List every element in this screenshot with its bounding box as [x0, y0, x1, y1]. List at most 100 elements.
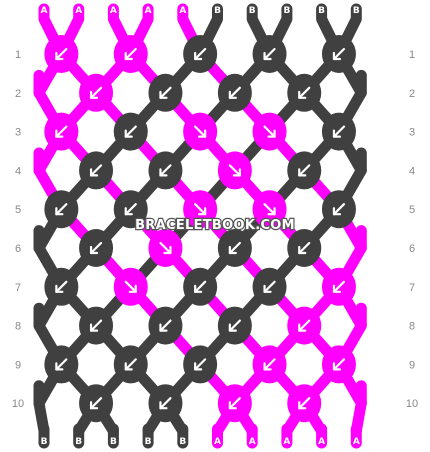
knot [79, 151, 114, 190]
knot [287, 151, 322, 190]
row-label-left: 7 [15, 282, 21, 294]
arrow-down-right-icon [263, 203, 276, 216]
strand-letter-top: A [75, 6, 82, 16]
knot [217, 306, 252, 345]
knot [113, 190, 148, 229]
arrow-down-left-icon [263, 358, 276, 371]
strand-letter-top: A [41, 6, 48, 16]
arrow-down-left-icon [263, 47, 276, 61]
arrow-down-left-icon [124, 203, 137, 216]
knot [44, 112, 79, 151]
arrow-down-left-icon [298, 164, 311, 177]
watermark: BRACELETBOOK.COM [135, 218, 295, 233]
arrow-down-left-icon [124, 358, 137, 371]
arrow-down-left-icon [55, 203, 68, 216]
strand-edge-segment [33, 380, 50, 437]
arrow-down-left-icon [159, 164, 172, 177]
row-label-left: 6 [15, 243, 21, 255]
strand-letter-bottom: B [41, 437, 48, 447]
knot [321, 267, 356, 306]
knot [79, 384, 114, 423]
knot [183, 35, 218, 73]
arrow-down-left-icon [298, 397, 311, 410]
knot [321, 112, 356, 151]
arrow-down-left-icon [298, 319, 311, 332]
knot [217, 229, 252, 267]
arrow-down-left-icon [332, 280, 346, 293]
knot [217, 151, 252, 190]
knot [148, 73, 183, 112]
knot [148, 151, 183, 190]
knot [252, 35, 287, 73]
row-label-right: 4 [409, 165, 415, 177]
arrow-down-left-icon [194, 358, 207, 371]
knot-layer [44, 35, 356, 423]
arrow-down-left-icon [124, 47, 137, 61]
arrow-down-left-icon [194, 47, 207, 61]
arrow-down-left-icon [332, 203, 346, 216]
strand-edge-segment [350, 380, 367, 437]
knot [44, 35, 79, 73]
knot [287, 229, 322, 267]
arrow-down-right-icon [228, 164, 241, 177]
strand-letter-top: B [353, 6, 360, 16]
arrow-down-left-icon [298, 241, 311, 255]
strand-letter-bottom: A [249, 437, 256, 447]
knot [44, 267, 79, 306]
knot [113, 345, 148, 384]
arrow-down-left-icon [228, 397, 241, 410]
arrow-down-left-icon [55, 47, 68, 61]
row-label-right: 8 [409, 321, 415, 333]
arrow-down-left-icon [228, 319, 241, 332]
knot [183, 190, 218, 229]
knot [44, 190, 79, 229]
arrow-down-left-icon [124, 125, 137, 138]
row-label-right: 2 [409, 88, 415, 100]
knot [321, 190, 356, 229]
arrow-down-left-icon [89, 319, 103, 332]
arrow-down-left-icon [332, 125, 346, 138]
arrow-down-left-icon [89, 241, 103, 255]
knot [183, 112, 218, 151]
knot [113, 112, 148, 151]
arrow-down-right-icon [124, 280, 137, 293]
row-label-right: 10 [406, 398, 418, 410]
row-label-right: 5 [409, 204, 415, 216]
row-label-right: 1 [409, 49, 415, 61]
strand-letter-bottom: A [283, 437, 290, 447]
knot [183, 345, 218, 384]
strand-letter-bottom: A [214, 437, 221, 447]
knot [321, 345, 356, 384]
knot [287, 384, 322, 423]
knot [217, 384, 252, 423]
arrow-down-right-icon [159, 241, 172, 255]
knot [148, 229, 183, 267]
knot [321, 35, 356, 73]
arrow-down-left-icon [228, 241, 241, 255]
strand-letter-top: A [110, 6, 117, 16]
arrow-down-left-icon [159, 319, 172, 332]
arrow-down-right-icon [263, 125, 276, 138]
strand-letter-bottom: B [179, 437, 186, 447]
arrow-down-left-icon [159, 397, 172, 410]
knot [79, 229, 114, 267]
arrow-down-left-icon [228, 86, 241, 99]
row-label-left: 10 [12, 398, 24, 410]
row-label-left: 1 [15, 49, 21, 61]
knot [217, 73, 252, 112]
strand-letter-bottom: B [110, 437, 117, 447]
knot [252, 345, 287, 384]
arrow-down-left-icon [298, 86, 311, 99]
arrow-down-left-icon [89, 164, 103, 177]
knot [252, 190, 287, 229]
arrow-down-right-icon [194, 203, 207, 216]
row-label-right: 9 [409, 359, 415, 371]
knot [252, 112, 287, 151]
arrow-down-left-icon [263, 280, 276, 293]
arrow-down-left-icon [332, 358, 346, 371]
strand-letter-top: B [283, 6, 290, 16]
strand-letter-bottom: B [145, 437, 152, 447]
strand-letter-top: B [249, 6, 256, 16]
knot [183, 267, 218, 306]
